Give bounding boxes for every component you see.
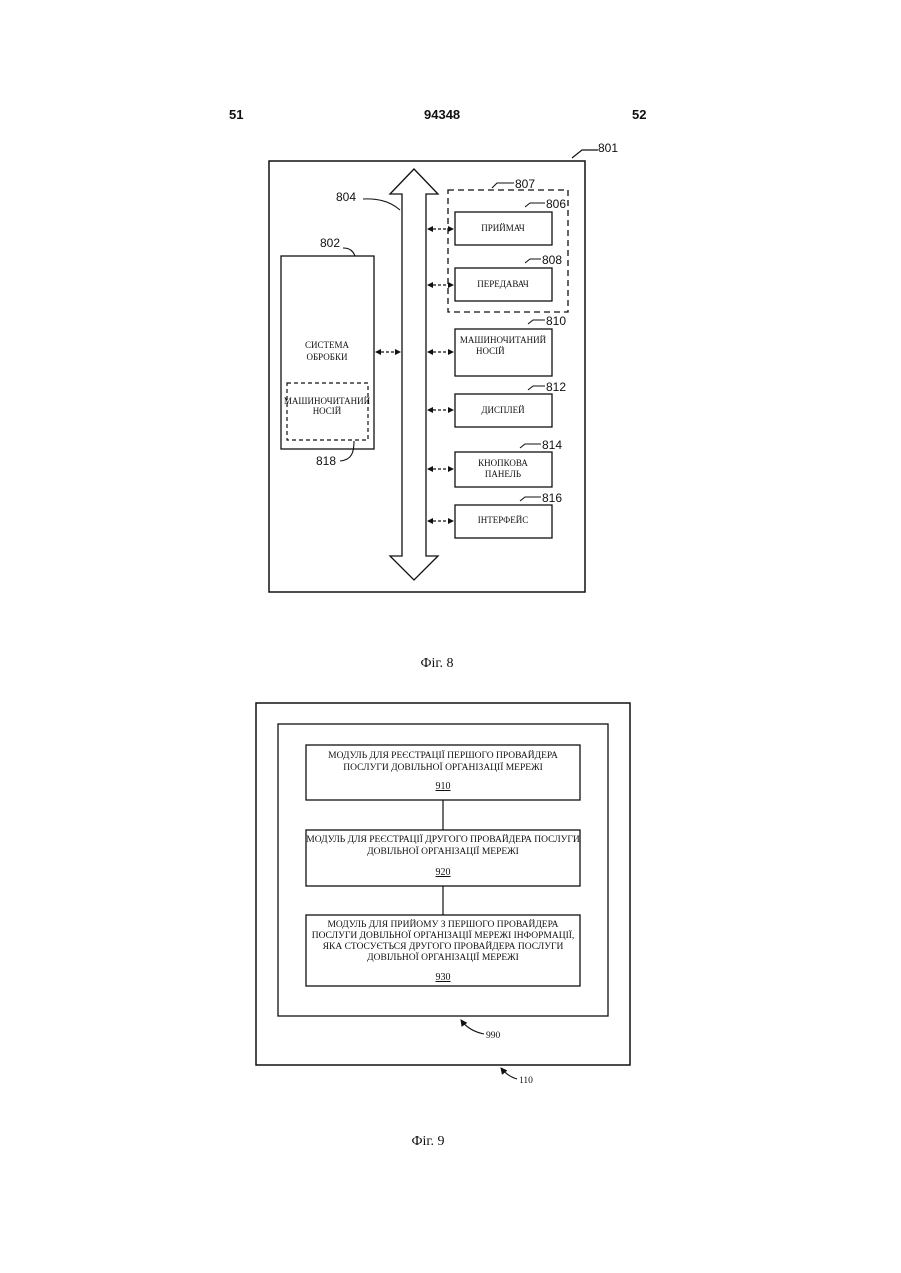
interface-leader: [520, 497, 541, 501]
module-930-number: 930: [436, 972, 451, 983]
processing-label-2: ОБРОБКИ: [307, 352, 348, 362]
module-930-line4: ДОВІЛЬНОЇ ОРГАНІЗАЦІЇ МЕРЕЖІ: [367, 951, 519, 963]
ref-818: 818: [316, 454, 336, 468]
interface-label: ІНТЕРФЕЙС: [478, 515, 528, 525]
page-number-right: 52: [632, 107, 646, 122]
processing-label-1: СИСТЕМА: [305, 340, 350, 350]
device-leader: [572, 150, 598, 158]
medium-leader: [528, 320, 545, 324]
module-930-line2: ПОСЛУГИ ДОВІЛЬНОЇ ОРГАНІЗАЦІЇ МЕРЕЖІ ІНФ…: [312, 929, 575, 941]
fig8-caption: Фіг. 8: [420, 656, 453, 671]
display-label: ДИСПЛЕЙ: [481, 405, 525, 415]
document-number: 94348: [424, 107, 460, 122]
page-number-left: 51: [229, 107, 243, 122]
ref-802: 802: [320, 236, 340, 250]
module-920-line1: МОДУЛЬ ДЛЯ РЕЄСТРАЦІЇ ДРУГОГО ПРОВАЙДЕРА…: [306, 833, 580, 845]
receiver-label: ПРИЙМАЧ: [481, 223, 525, 233]
medium-label-2: НОСІЙ: [476, 346, 505, 356]
ref-804: 804: [336, 190, 356, 204]
keypad-leader: [520, 444, 541, 448]
inner-medium-leader: [340, 441, 354, 461]
fig9-caption: Фіг. 9: [411, 1134, 444, 1149]
inner-medium-label-2: НОСІЙ: [313, 406, 342, 416]
ref-810: 810: [546, 314, 566, 328]
bus-double-arrow: [390, 169, 438, 580]
receiver-leader: [525, 203, 545, 207]
module-920-number: 920: [436, 867, 451, 878]
module-910-line1: МОДУЛЬ ДЛЯ РЕЄСТРАЦІЇ ПЕРШОГО ПРОВАЙДЕРА: [328, 749, 558, 761]
module-930-line3: ЯКА СТОСУЄТЬСЯ ДРУГОГО ПРОВАЙДЕРА ПОСЛУГ…: [323, 940, 564, 952]
ref-110: 110: [519, 1076, 533, 1086]
inner-box-leader: [461, 1020, 484, 1034]
fig9-diagram: МОДУЛЬ ДЛЯ РЕЄСТРАЦІЇ ПЕРШОГО ПРОВАЙДЕРА…: [256, 703, 630, 1149]
transmitter-label: ПЕРЕДАВАЧ: [477, 279, 529, 289]
ref-816: 816: [542, 491, 562, 505]
inner-medium-label-1: МАШИНОЧИТАНИЙ: [284, 396, 371, 406]
ref-807: 807: [515, 177, 535, 191]
keypad-label-2: ПАНЕЛЬ: [485, 469, 521, 479]
ref-990: 990: [486, 1031, 501, 1041]
outer-box-leader: [501, 1068, 517, 1079]
ref-801: 801: [598, 141, 618, 155]
ref-806: 806: [546, 197, 566, 211]
display-leader: [528, 386, 545, 390]
ref-814: 814: [542, 438, 562, 452]
transmitter-leader: [525, 259, 541, 263]
processing-leader: [343, 248, 355, 256]
medium-label-1: МАШИНОЧИТАНИЙ: [460, 335, 547, 345]
group-leader: [492, 183, 514, 188]
ref-812: 812: [546, 380, 566, 394]
ref-808: 808: [542, 253, 562, 267]
keypad-label-1: КНОПКОВА: [478, 458, 528, 468]
fig8-diagram: 801 804 СИСТЕМА ОБРОБКИ 802 МАШИНОЧИТАНИ…: [269, 141, 618, 671]
module-930-line1: МОДУЛЬ ДЛЯ ПРИЙОМУ З ПЕРШОГО ПРОВАЙДЕРА: [327, 918, 558, 930]
module-910-number: 910: [436, 781, 451, 792]
module-920-line2: ДОВІЛЬНОЇ ОРГАНІЗАЦІЇ МЕРЕЖІ: [367, 845, 519, 857]
module-910-line2: ПОСЛУГИ ДОВІЛЬНОЇ ОРГАНІЗАЦІЇ МЕРЕЖІ: [343, 761, 543, 773]
bus-leader: [363, 199, 400, 210]
